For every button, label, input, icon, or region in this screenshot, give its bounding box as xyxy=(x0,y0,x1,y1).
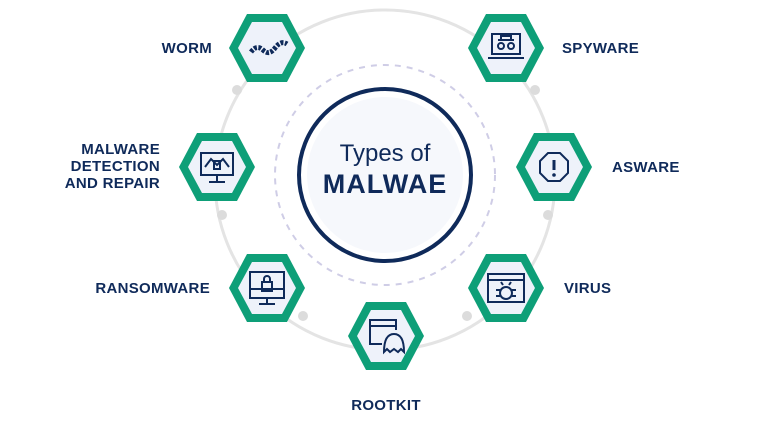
label-rootkit: ROOTKIT xyxy=(351,397,421,414)
diagram-title: Types of MALWAE xyxy=(300,140,470,200)
center-inner xyxy=(307,97,463,253)
dashed-ring xyxy=(274,64,496,286)
locked-monitor-icon xyxy=(229,254,305,322)
title-line1: Types of xyxy=(339,140,431,167)
label-worm: WORM xyxy=(161,40,212,57)
monitor-spider-icon xyxy=(179,133,255,201)
warning-octagon-icon xyxy=(516,133,592,201)
ghost-window-icon xyxy=(348,302,424,370)
label-spyware: SPYWARE xyxy=(562,40,640,57)
ring-dots xyxy=(217,85,553,321)
label-ransomware: RANSOMWARE xyxy=(95,280,210,297)
bug-window-icon xyxy=(468,254,544,322)
label-asware: ASWARE xyxy=(612,159,680,176)
title-line2: MALWAE xyxy=(322,169,448,199)
label-malware-detection: MALWARE DETECTION AND REPAIR xyxy=(64,141,160,192)
worm-icon xyxy=(229,14,305,82)
spy-laptop-icon xyxy=(468,14,544,82)
label-virus: VIRUS xyxy=(564,280,612,297)
